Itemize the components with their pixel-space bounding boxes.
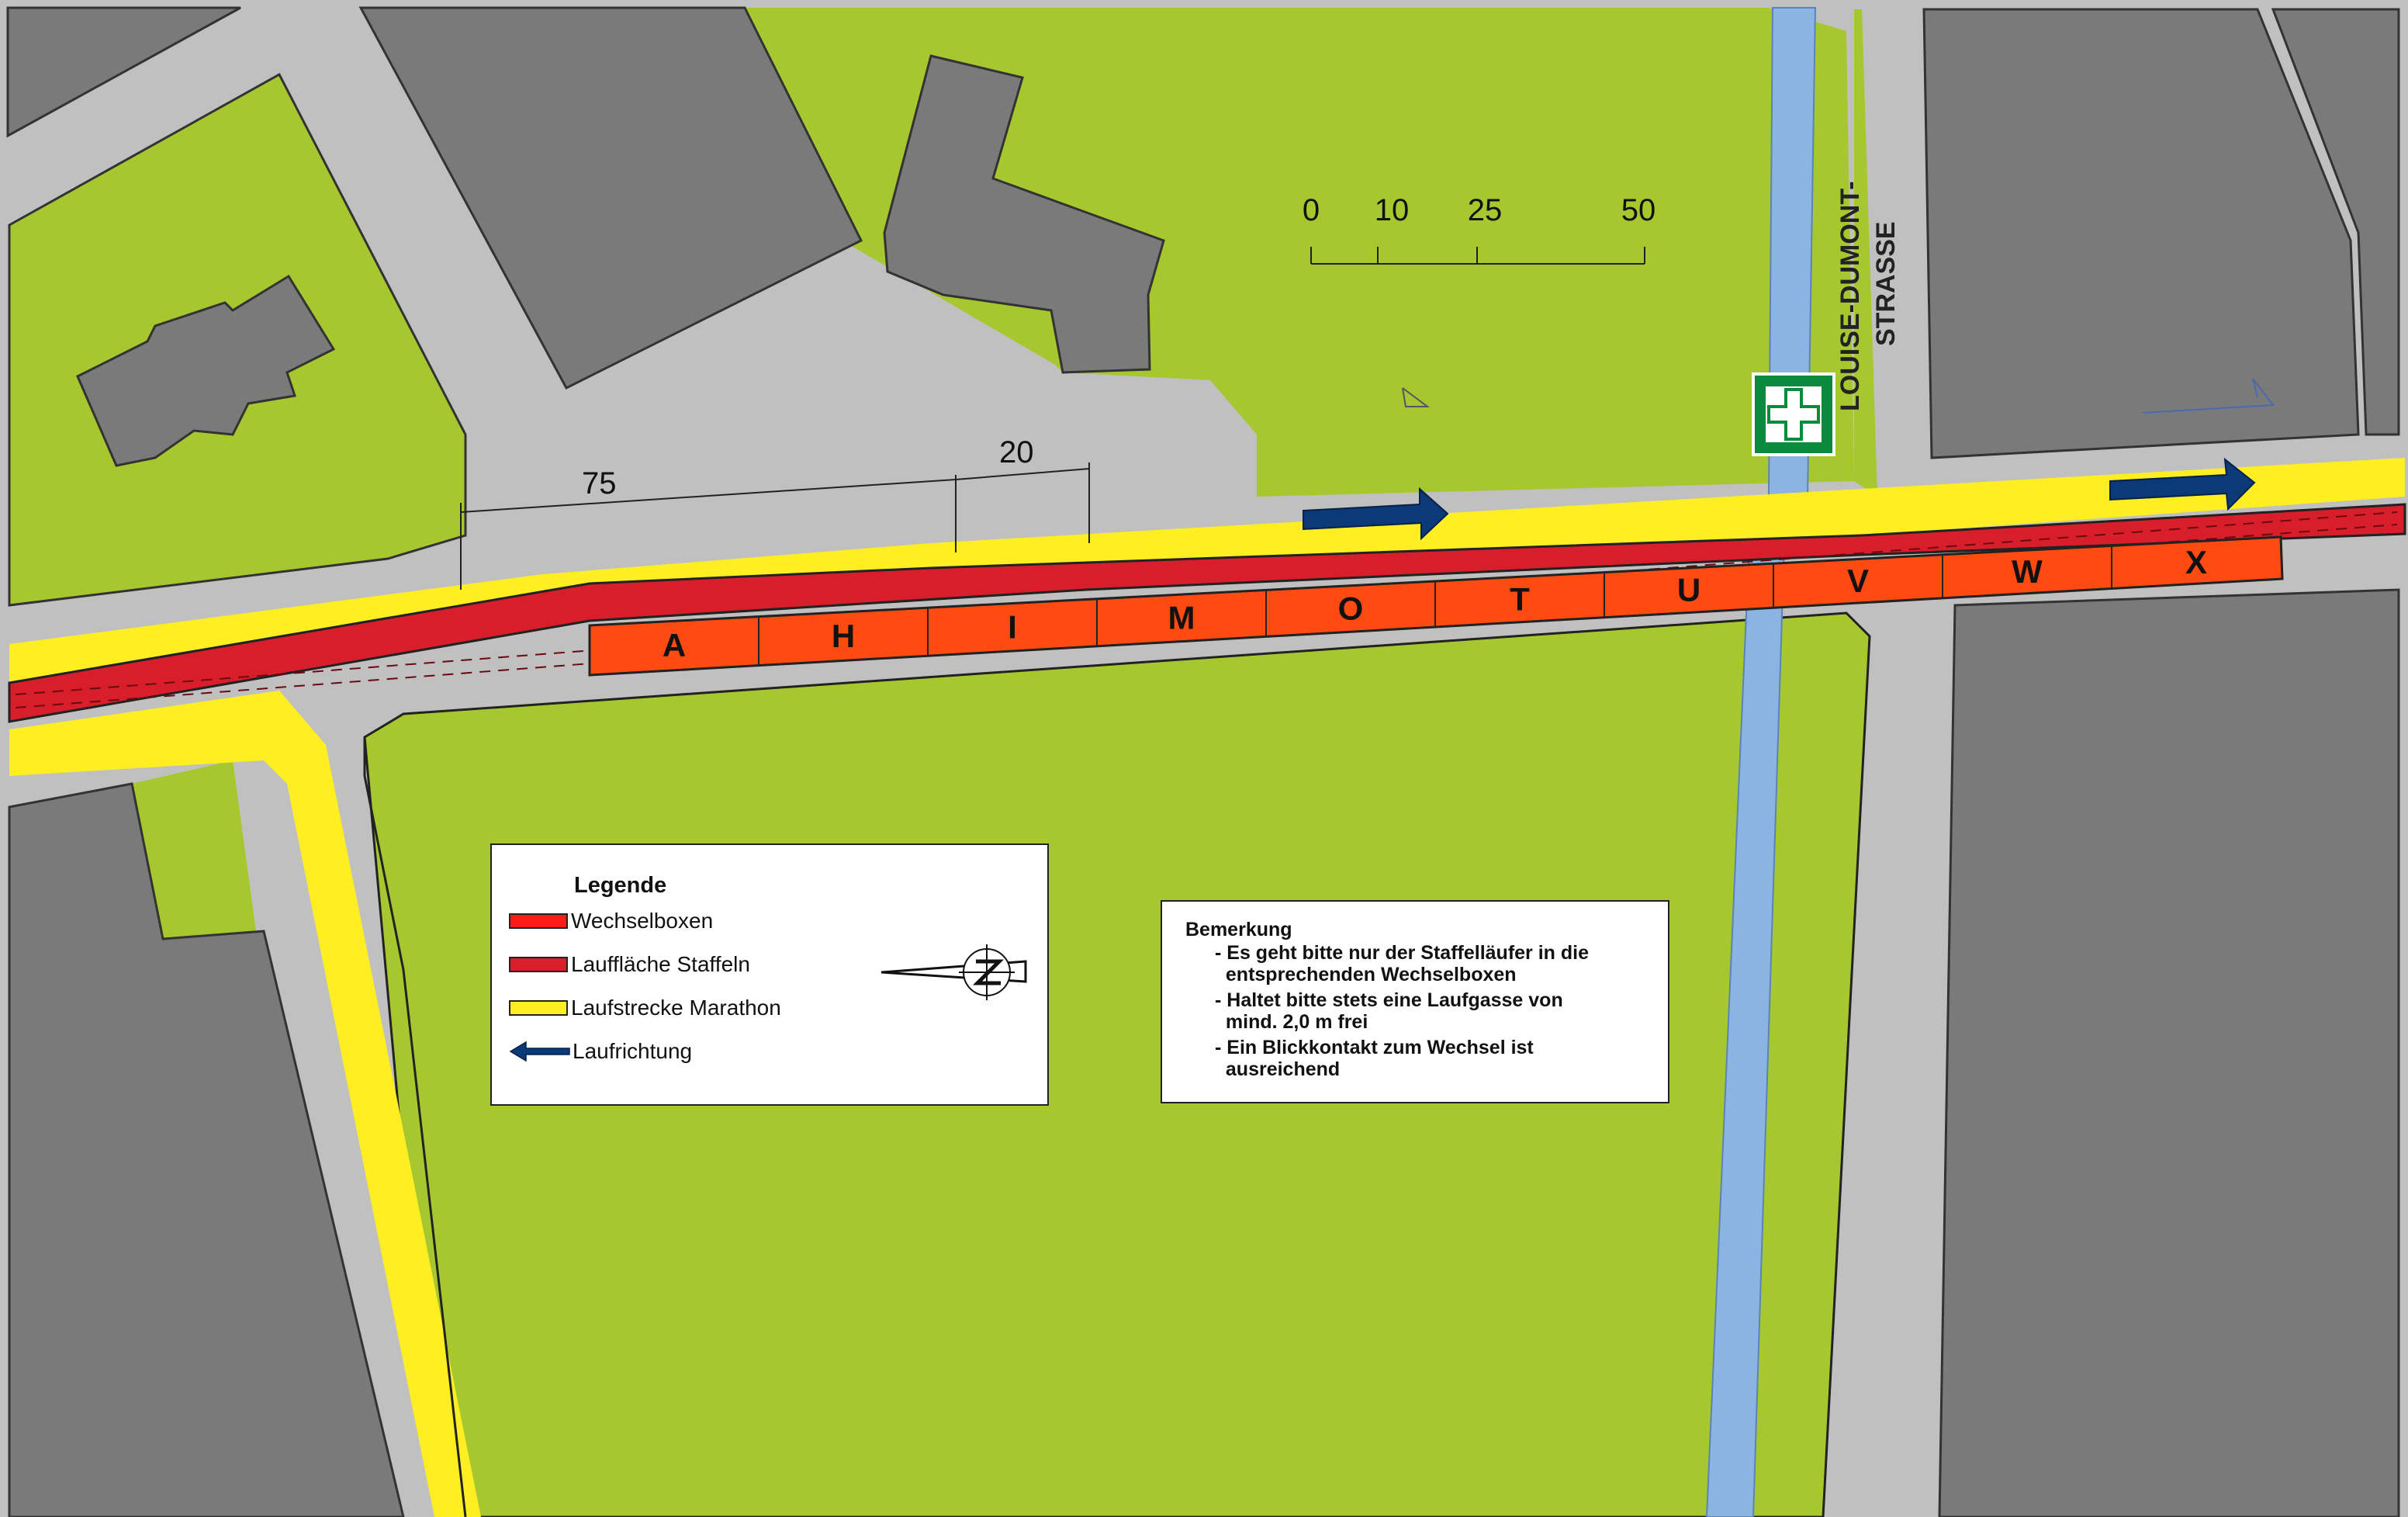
marathon-course-branch xyxy=(9,691,481,1517)
legend-panel: Legende Wechselboxen Lauffläche Staffeln… xyxy=(490,843,1049,1106)
exchange-box-label: W xyxy=(2012,553,2043,590)
scale-tick-25: 25 xyxy=(1468,193,1503,227)
street-name: LOUISE-DUMONT- STRASSE xyxy=(1835,181,1901,411)
exchange-box-letters: A H I M O T U V W X xyxy=(663,544,2207,663)
remark-line: mind. 2,0 m frei xyxy=(1215,1011,1368,1033)
dimension-label-20: 20 xyxy=(999,435,1034,469)
exchange-box-label: T xyxy=(1510,581,1530,618)
legend-swatch-darkred xyxy=(509,957,568,972)
scale-tick-10: 10 xyxy=(1375,193,1410,227)
exchange-box-label: M xyxy=(1168,599,1195,636)
scale-tick-0: 0 xyxy=(1303,193,1320,227)
street-name-line2: STRASSE xyxy=(1871,221,1901,346)
direction-arrow-icon xyxy=(2109,457,2256,511)
scale-tick-50: 50 xyxy=(1621,193,1656,227)
grass-area-top-center xyxy=(729,8,1854,497)
dimension-75 xyxy=(460,475,957,590)
legend-label: Laufstrecke Marathon xyxy=(571,996,781,1020)
exchange-box-dividers xyxy=(758,545,2112,666)
legend-item-marathon: Laufstrecke Marathon xyxy=(509,992,781,1023)
first-aid-cross-icon xyxy=(1752,372,1835,456)
legend-label: Lauffläche Staffeln xyxy=(571,952,750,976)
dimension-20 xyxy=(955,462,1090,543)
exchange-box-label: A xyxy=(663,627,686,663)
street-name-line1: LOUISE-DUMONT- xyxy=(1835,181,1865,411)
building-top-right xyxy=(1922,8,2360,459)
exchange-box-label: V xyxy=(1847,563,1869,599)
survey-mark xyxy=(2142,378,2275,414)
grass-strip-left xyxy=(132,760,256,939)
remark-line: ausreichend xyxy=(1215,1058,1341,1080)
exchange-box-label: I xyxy=(1008,608,1017,645)
dimension-label-75: 75 xyxy=(582,466,617,500)
remark-line: - Haltet bitte stets eine Laufgasse von xyxy=(1215,989,1563,1011)
marathon-course-main xyxy=(9,458,2405,698)
building-bottom-left xyxy=(8,782,405,1517)
survey-mark xyxy=(1402,387,1430,407)
building-top-center-left xyxy=(358,6,863,390)
building-right-edge xyxy=(2271,8,2400,436)
exchange-box-label: H xyxy=(832,618,855,654)
legend-swatch-red xyxy=(509,913,568,929)
exchange-box-label: U xyxy=(1677,572,1700,608)
north-arrow-icon xyxy=(881,944,1027,1000)
legend-swatch-yellow xyxy=(509,1000,568,1016)
scale-bar xyxy=(1310,247,1645,265)
remark-title: Bemerkung xyxy=(1185,919,1292,940)
exchange-box-label: X xyxy=(2185,544,2207,580)
building-bottom-right xyxy=(1938,588,2400,1517)
legend-label: Wechselboxen xyxy=(571,909,714,933)
remark-line: entsprechenden Wechselboxen xyxy=(1215,964,1517,985)
legend-item-lauflaeche: Lauffläche Staffeln xyxy=(509,949,750,980)
building-top-center xyxy=(883,54,1165,374)
direction-arrow-icon xyxy=(509,1041,570,1062)
branch-edge-line xyxy=(363,737,467,1517)
legend-label: Laufrichtung xyxy=(573,1039,693,1063)
legend-item-laufrichtung: Laufrichtung xyxy=(509,1036,692,1067)
direction-arrow-icon xyxy=(1303,487,1449,541)
remark-line: - Es geht bitte nur der Staffelläufer in… xyxy=(1215,942,1590,964)
relay-lane xyxy=(8,503,2406,723)
remark-panel: Bemerkung - Es geht bitte nur der Staffe… xyxy=(1161,900,1669,1103)
remark-line: - Ein Blickkontakt zum Wechsel ist xyxy=(1215,1037,1534,1058)
building-top-left xyxy=(6,6,241,138)
building-villa xyxy=(76,274,336,467)
legend-title: Legende xyxy=(574,873,667,898)
grass-area-top-right xyxy=(1854,9,1877,497)
exchange-box-label: O xyxy=(1338,590,1364,626)
legend-item-wechselboxen: Wechselboxen xyxy=(509,906,713,937)
